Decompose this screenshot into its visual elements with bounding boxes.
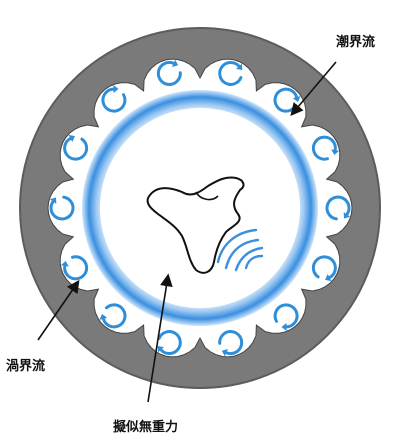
label-pseudo-zero-gravity: 擬似無重力 [113,419,178,435]
label-boundary-flow: 潮界流 [336,34,375,50]
label-vortex-flow: 渦界流 [6,358,45,374]
